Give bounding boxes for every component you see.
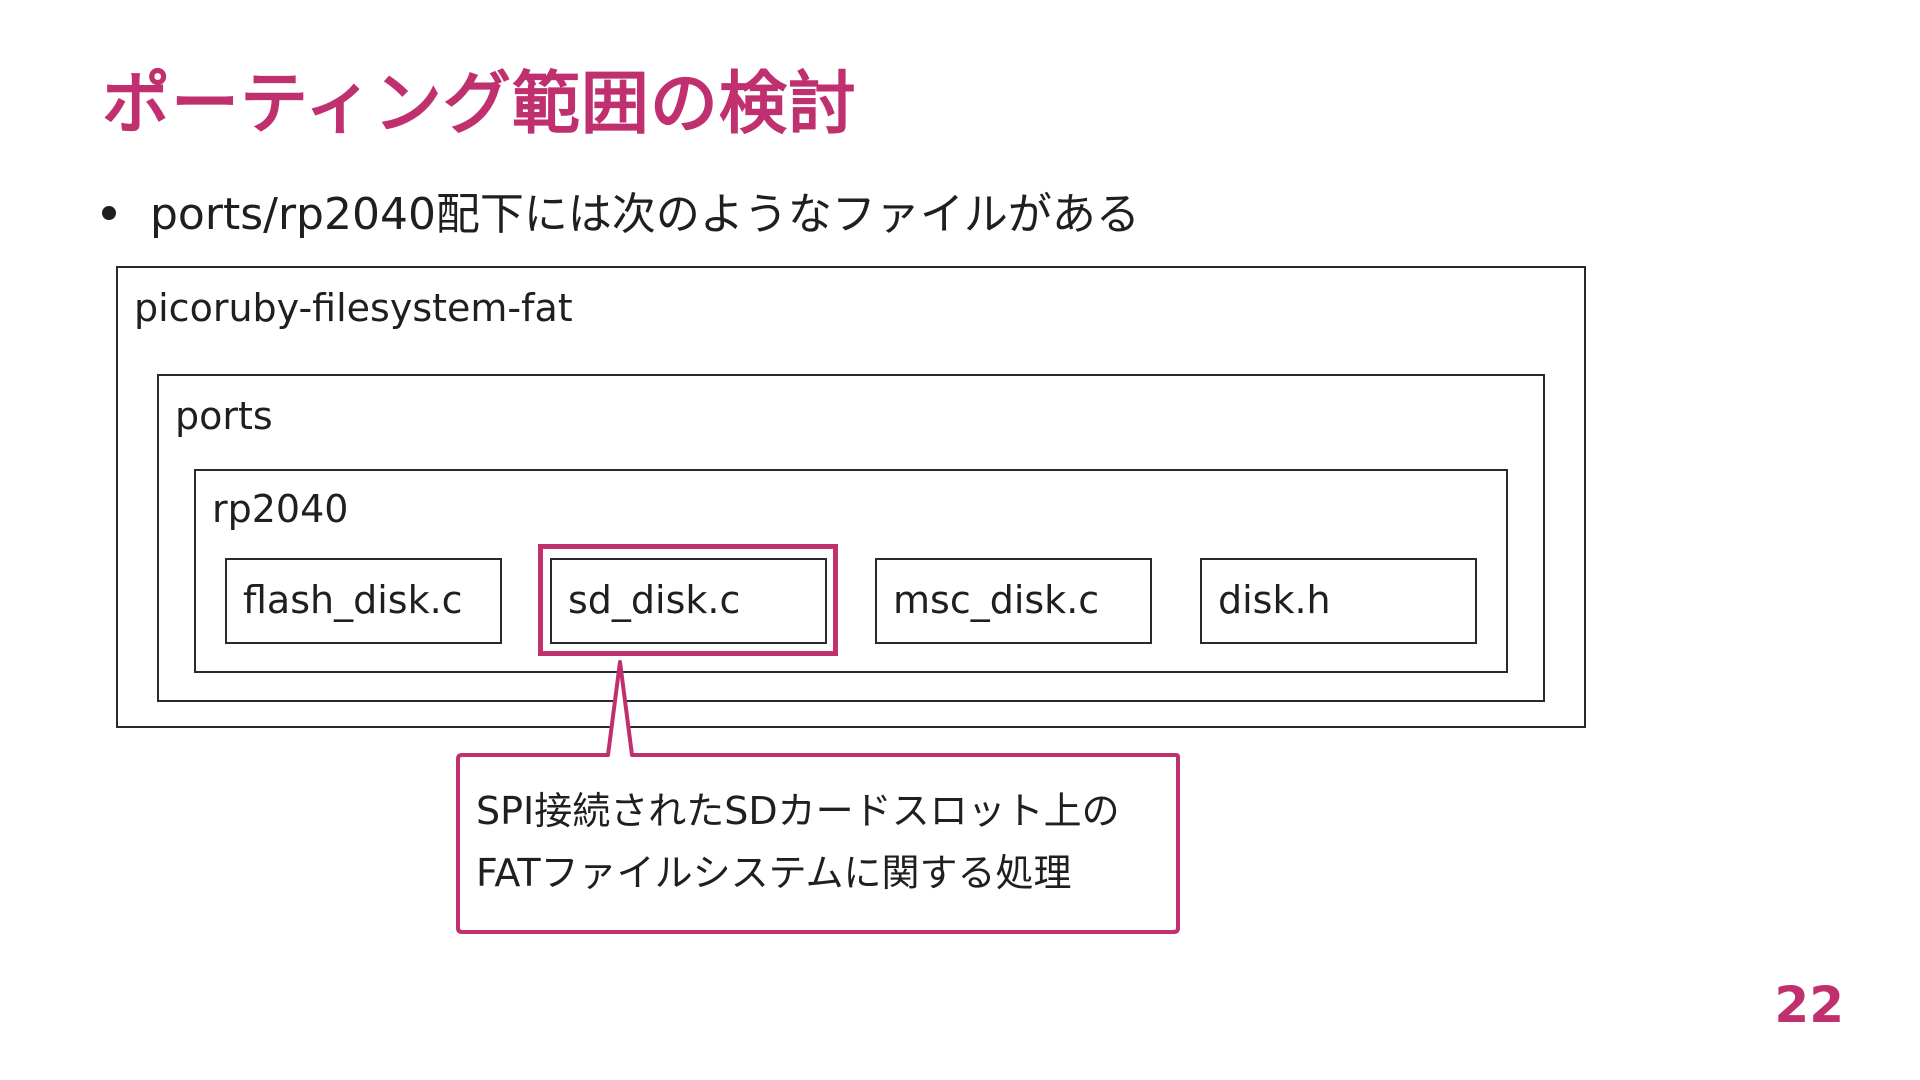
file-box-sd-disk: sd_disk.c xyxy=(550,558,827,644)
file-box-flash-disk: flash_disk.c xyxy=(225,558,502,644)
bullet-dot-icon xyxy=(102,206,116,220)
file-box-msc-disk: msc_disk.c xyxy=(875,558,1152,644)
file-label: flash_disk.c xyxy=(243,578,463,622)
rp2040-label: rp2040 xyxy=(212,487,349,531)
highlight-frame xyxy=(538,544,838,656)
callout-line-1: SPI接続されたSDカードスロット上の xyxy=(476,789,1120,833)
ports-label: ports xyxy=(175,394,273,438)
file-label: msc_disk.c xyxy=(893,578,1100,622)
package-label: picoruby-filesystem-fat xyxy=(134,286,573,330)
callout-text: SPI接続されたSDカードスロット上の FATファイルシステムに関する処理 xyxy=(476,780,1120,904)
slide-title: ポーティング範囲の検討 xyxy=(102,65,857,144)
page-number: 22 xyxy=(1774,976,1844,1034)
file-box-disk-h: disk.h xyxy=(1200,558,1477,644)
callout-line-2: FATファイルシステムに関する処理 xyxy=(476,851,1072,895)
bullet-text: ports/rp2040配下には次のようなファイルがある xyxy=(150,189,1140,240)
bullet-item: ports/rp2040配下には次のようなファイルがある xyxy=(102,178,1140,242)
file-label: disk.h xyxy=(1218,578,1331,622)
file-label: sd_disk.c xyxy=(568,578,741,622)
